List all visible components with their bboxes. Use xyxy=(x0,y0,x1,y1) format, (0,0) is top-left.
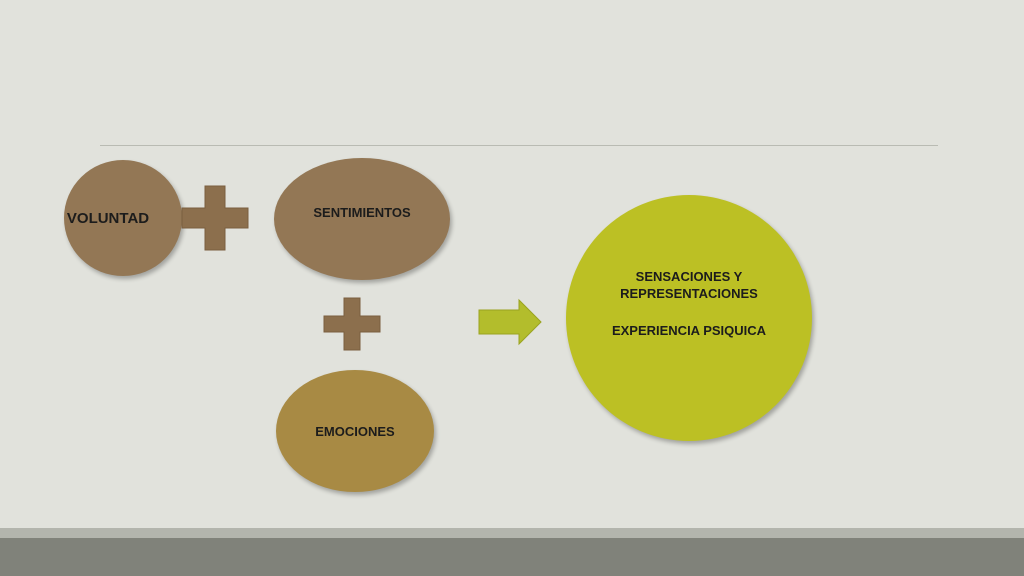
node-voluntad-label: VOLUNTAD xyxy=(66,209,150,227)
node-sentimientos: SENTIMIENTOS xyxy=(274,158,450,280)
arrow-right-icon xyxy=(478,298,542,346)
node-emociones: EMOCIONES xyxy=(276,370,434,492)
result-label-line3: EXPERIENCIA PSIQUICA xyxy=(611,322,767,338)
node-emociones-label: EMOCIONES xyxy=(315,423,395,439)
footer-band-light xyxy=(0,528,1024,538)
result-label-line2: REPRESENTACIONES xyxy=(620,285,758,301)
node-sentimientos-label: SENTIMIENTOS xyxy=(313,204,411,220)
node-voluntad: VOLUNTAD xyxy=(64,160,182,276)
plus-icon xyxy=(323,297,381,351)
node-result: SENSACIONES Y REPRESENTACIONES EXPERIENC… xyxy=(566,195,812,441)
result-label-line1: SENSACIONES Y xyxy=(635,268,743,284)
footer-band xyxy=(0,538,1024,576)
top-divider xyxy=(100,145,938,146)
plus-icon xyxy=(181,185,249,251)
